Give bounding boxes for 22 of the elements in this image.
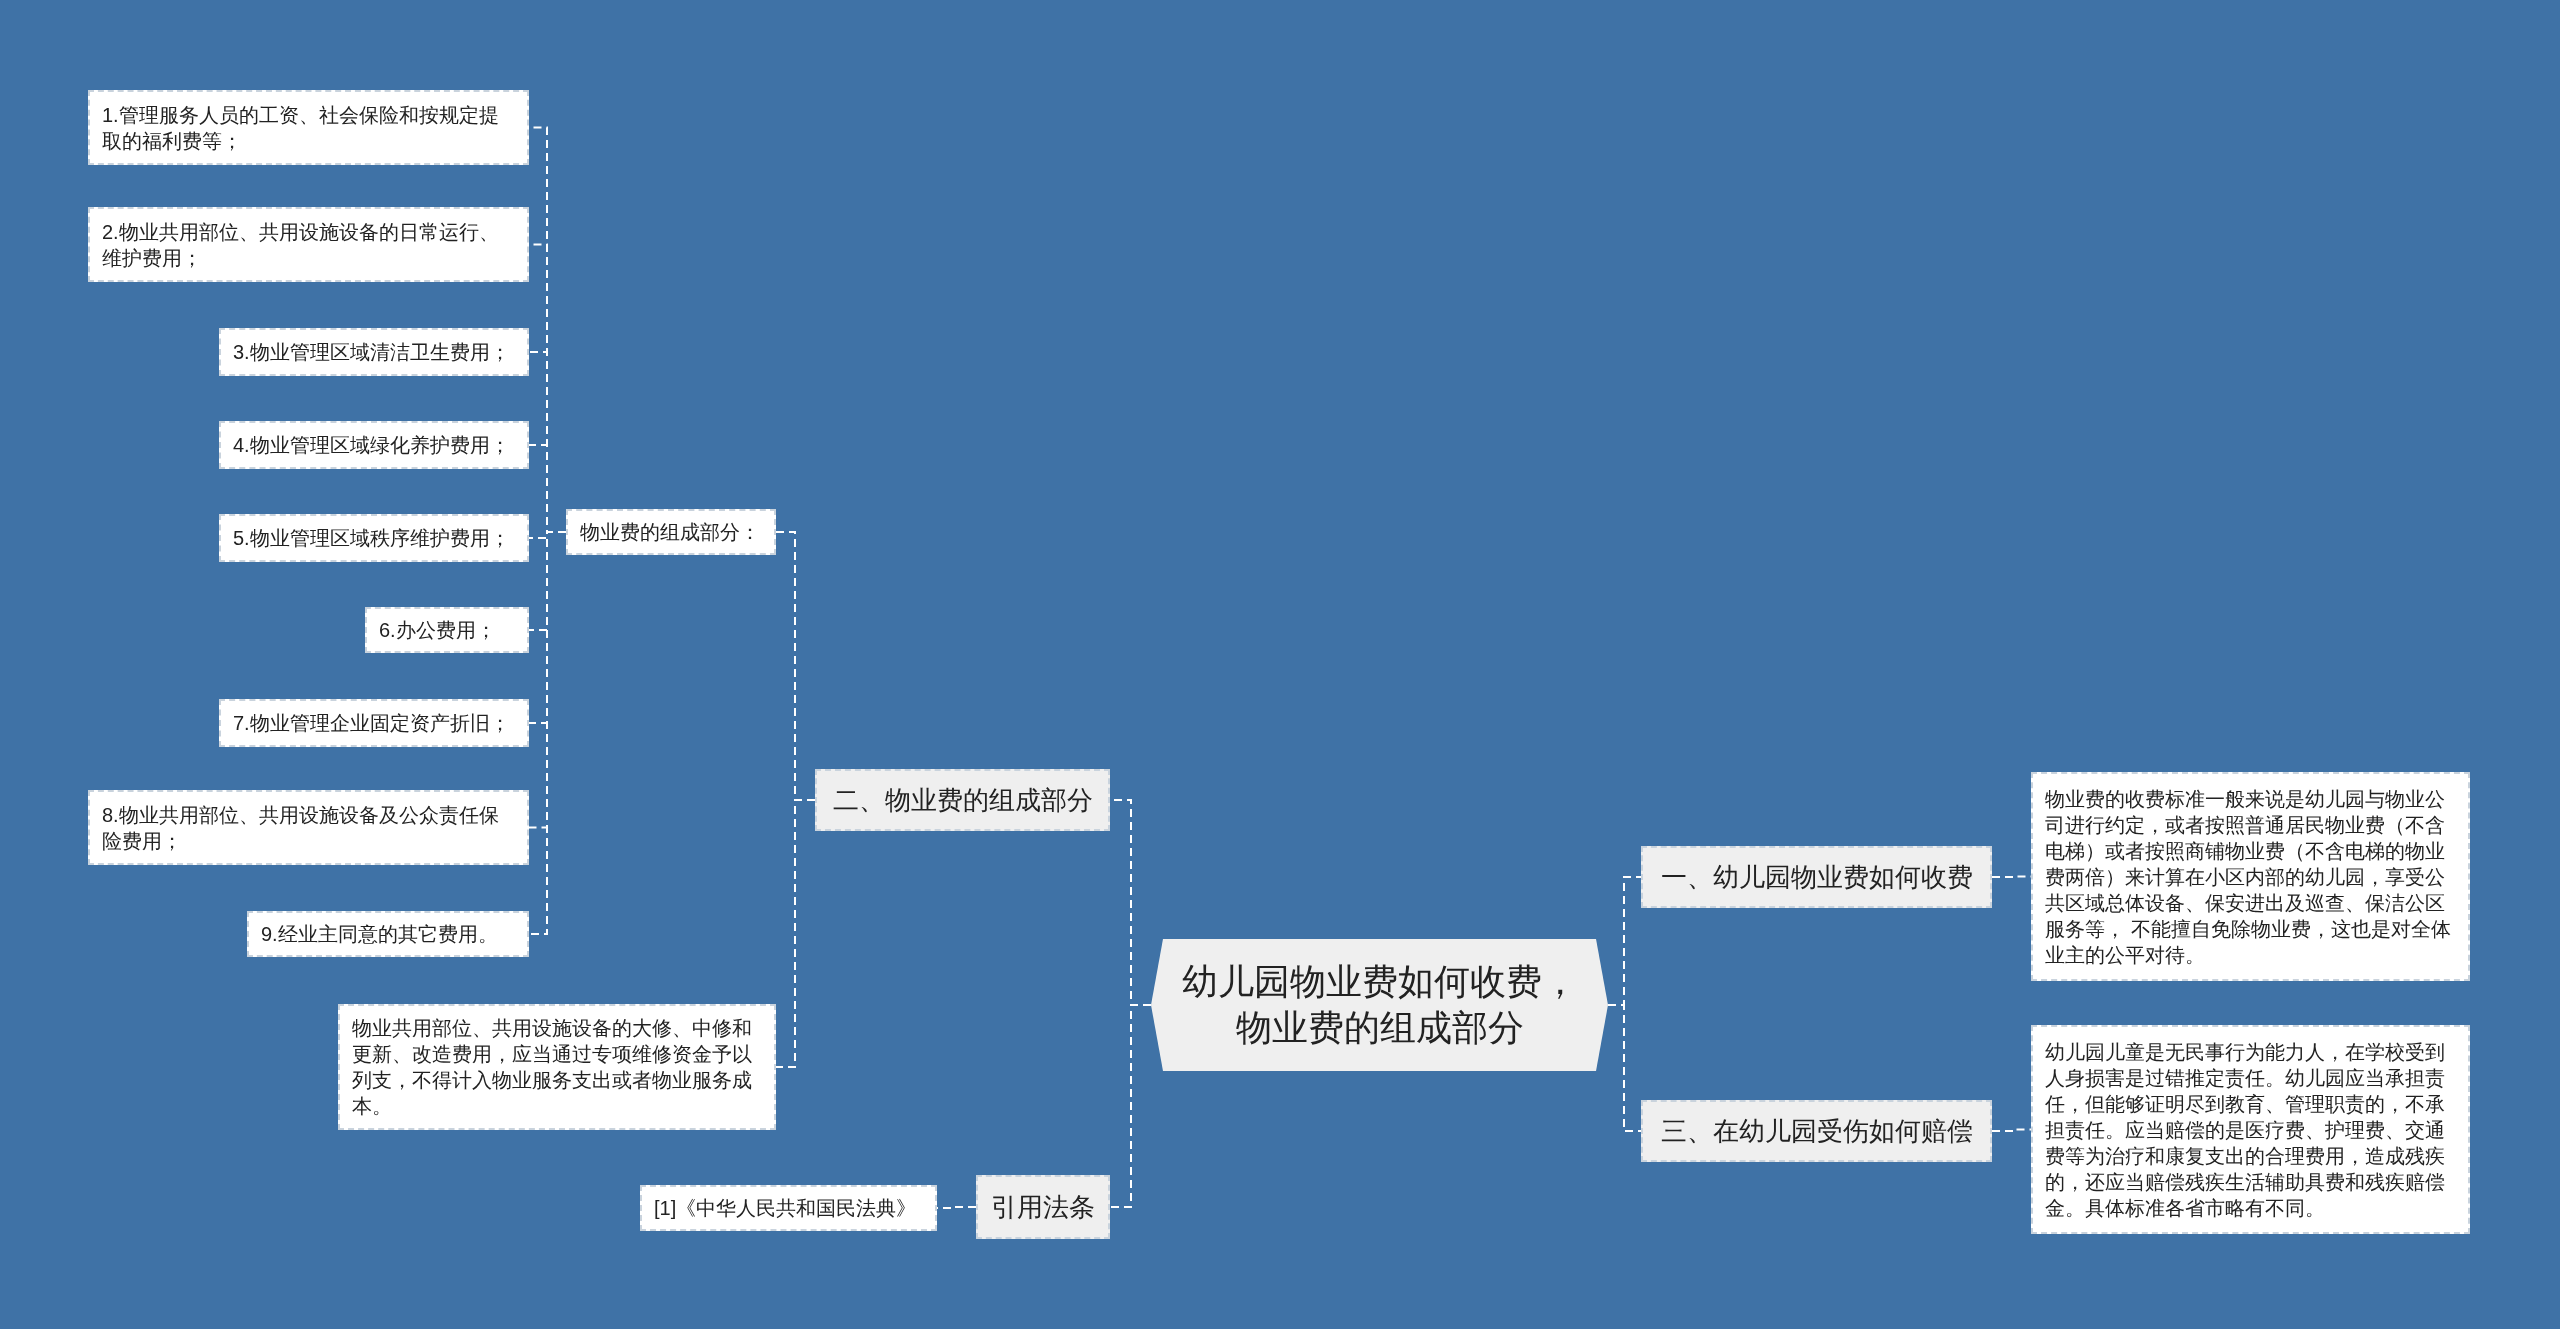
branch-box: 一、幼儿园物业费如何收费 [1641,846,1992,908]
note-box: 幼儿园儿童是无民事行为能力人，在学校受到人身损害是过错推定责任。幼儿园应当承担责任，但能够证明尽到教育、管理职责的，不承担责任。应当赔偿的是医疗费、护理费、交通费等为治疗和康复支出的合理费用，造成残疾的，还应当赔偿残疾生活辅助具费和残疾赔偿金。具体标准各省市略有不同。 [2031,1025,2470,1234]
note-box: 8.物业共用部位、共用设施设备及公众责任保险费用； [88,790,529,865]
branch-box: 引用法条 [976,1175,1110,1239]
note-box: 4.物业管理区域绿化养护费用； [219,421,529,469]
branch-box: 二、物业费的组成部分 [815,769,1110,831]
connector-line [775,799,816,1068]
branch-box: 三、在幼儿园受伤如何赔偿 [1641,1100,1992,1162]
connector-line [1991,1128,2032,1132]
note-box: 物业费的组成部分： [566,509,776,555]
note-box: 物业费的收费标准一般来说是幼儿园与物业公司进行约定，或者按照普通居民物业费（不含电梯）或者按照商铺物业费（不含电梯的物业费两倍）来计算在小区内部的幼儿园，享受公共区域总体设备、保安进出及巡查、保洁公区服务等， 不能擅自免除物业费，这也是对全体业主的公平对待。 [2031,772,2470,981]
note-box: 2.物业共用部位、共用设施设备的日常运行、维护费用； [88,207,529,282]
note-box: 6.办公费用； [365,607,529,653]
connector-line [1607,1004,1642,1132]
note-box: 1.管理服务人员的工资、社会保险和按规定提取的福利费等； [88,90,529,165]
connector-line [1109,1004,1152,1208]
note-box: 9.经业主同意的其它费用。 [247,911,529,957]
note-box: 5.物业管理区域秩序维护费用； [219,514,529,562]
note-box: 3.物业管理区域清洁卫生费用； [219,328,529,376]
note-box: 物业共用部位、共用设施设备的大修、中修和更新、改造费用，应当通过专项维修资金予以列支，不得计入物业服务支出或者物业服务成本。 [338,1004,776,1130]
note-box: 7.物业管理企业固定资产折旧； [219,699,529,747]
note-box: [1]《中华人民共和国民法典》 [640,1185,937,1231]
